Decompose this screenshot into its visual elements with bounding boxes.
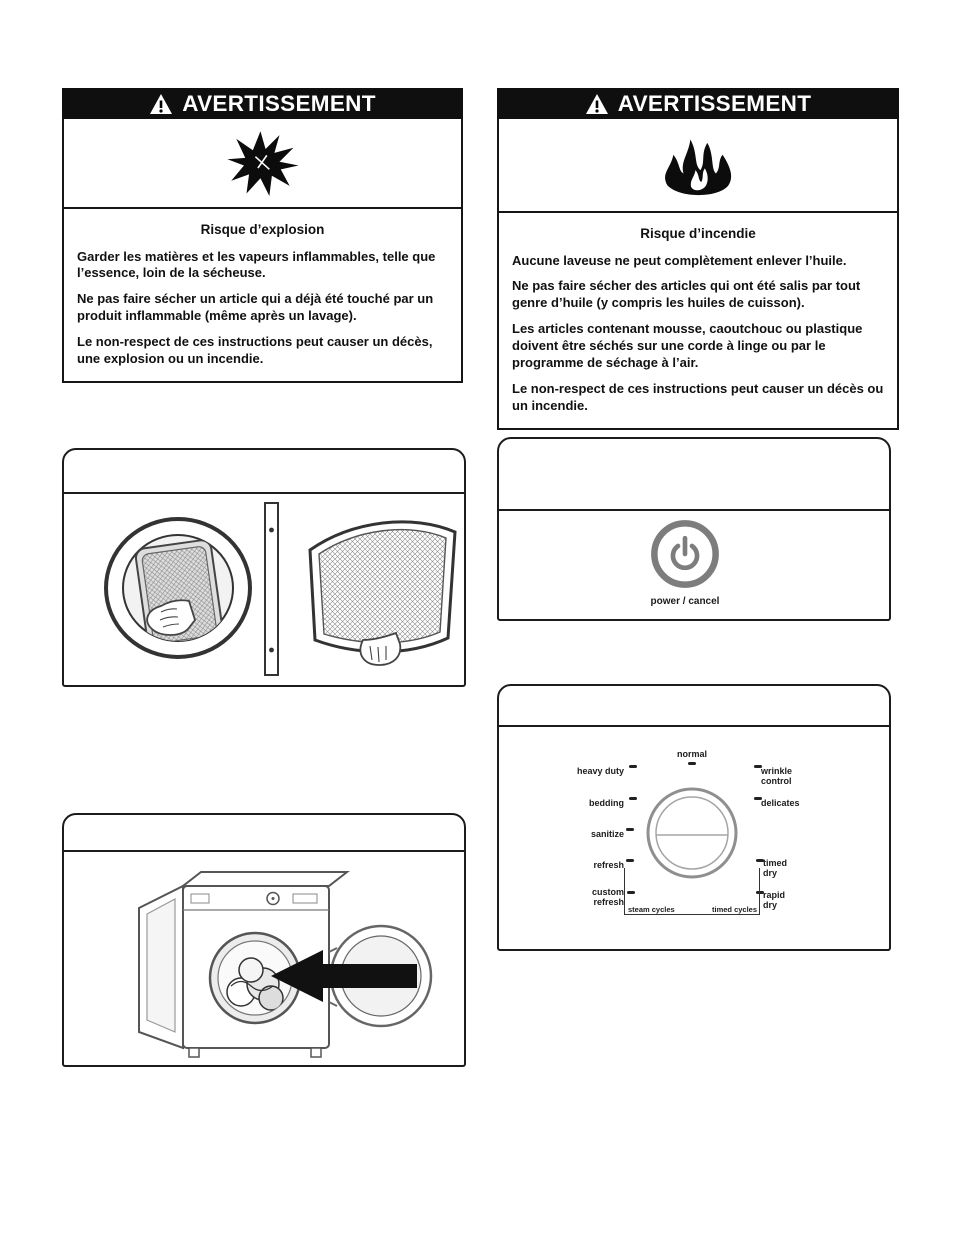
warning-paragraph: Les articles contenant mousse, caoutchou… <box>512 321 863 370</box>
fire-icon <box>499 119 897 213</box>
cycle-tick <box>688 762 696 765</box>
warning-paragraph: Le non-respect de ces instructions peut … <box>512 380 884 413</box>
cycle-label-sanitize: sanitize <box>590 829 624 839</box>
cycle-tick <box>756 859 764 862</box>
steam-cycles-group-label: steam cycles <box>626 905 677 914</box>
door-hinge-strip <box>264 502 279 676</box>
cycle-label-rapid-dry: rapid dry <box>763 890 786 911</box>
warning-paragraph: Garder les matières et les vapeurs infla… <box>77 248 436 281</box>
cycle-tick <box>754 797 762 800</box>
power-panel: power / cancel <box>497 437 891 621</box>
panel-divider-line <box>497 725 891 727</box>
warning-paragraph: Ne pas faire sécher un article qui a déj… <box>77 291 434 324</box>
panel-divider-line <box>62 850 466 852</box>
cycle-groups-bracket <box>624 868 760 915</box>
cycle-label-normal: normal <box>676 749 707 759</box>
control-display <box>292 893 318 904</box>
cycle-label-timed-dry: timed dry <box>763 858 788 879</box>
hand-right <box>359 631 402 666</box>
dryer-top <box>180 871 350 887</box>
warning-title: Risque d’explosion <box>200 222 325 237</box>
dryer-foot <box>188 1047 200 1058</box>
warning-box-explosion: AVERTISSEMENT Risque d’explosion Garder … <box>62 88 463 383</box>
loading-arrow <box>271 950 417 1002</box>
cycle-tick <box>629 765 637 768</box>
cycle-tick <box>626 828 634 831</box>
panel-divider-line <box>62 492 466 494</box>
warning-triangle-icon <box>585 93 609 115</box>
warning-header: AVERTISSEMENT <box>497 88 899 119</box>
warning-paragraph: Le non-respect de ces instructions peut … <box>77 334 433 366</box>
warning-box-fire: AVERTISSEMENT Risque d’incendie Aucune l… <box>497 88 899 430</box>
warning-paragraph: Ne pas faire sécher des articles qui ont… <box>512 278 861 311</box>
panel-divider-line <box>497 509 891 511</box>
warning-paragraph: Aucune laveuse ne peut complètement enle… <box>512 252 847 268</box>
control-buttons <box>190 893 210 904</box>
power-cancel-label: power / cancel <box>650 596 720 607</box>
cycle-tick <box>754 765 762 768</box>
warning-header: AVERTISSEMENT <box>62 88 463 119</box>
cycle-label-custom-refresh: custom refresh <box>591 887 624 908</box>
warning-triangle-icon <box>149 93 173 115</box>
cycle-label-wrinkle-control: wrinkle control <box>761 766 793 787</box>
cycle-label-refresh: refresh <box>593 860 624 870</box>
cycle-tick <box>629 797 637 800</box>
hand-left <box>146 599 197 636</box>
cycle-tick <box>756 891 764 894</box>
lint-filter-figure <box>62 448 466 687</box>
dryer-foot <box>310 1047 322 1058</box>
dryer-loading-figure <box>62 813 466 1067</box>
dryer-loading-illustration <box>65 852 459 1067</box>
cycle-label-heavy-duty: heavy duty <box>576 766 624 776</box>
cycle-dial <box>645 786 739 885</box>
cycle-label-delicates: delicates <box>761 798 800 808</box>
dryer-door-opening <box>104 517 252 659</box>
cycle-tick <box>626 859 634 862</box>
warning-title: Risque d’incendie <box>640 226 756 241</box>
explosion-icon <box>64 119 461 209</box>
warning-header-label: AVERTISSEMENT <box>182 90 376 116</box>
cycle-label-bedding: bedding <box>589 798 624 808</box>
warning-header-label: AVERTISSEMENT <box>617 90 812 116</box>
cycle-tick <box>627 891 635 894</box>
cycle-panel: normal heavy duty bedding sanitize refre… <box>497 684 891 951</box>
lint-filter-illustration <box>65 494 459 687</box>
power-icon <box>646 515 724 598</box>
timed-cycles-group-label: timed cycles <box>710 905 760 914</box>
